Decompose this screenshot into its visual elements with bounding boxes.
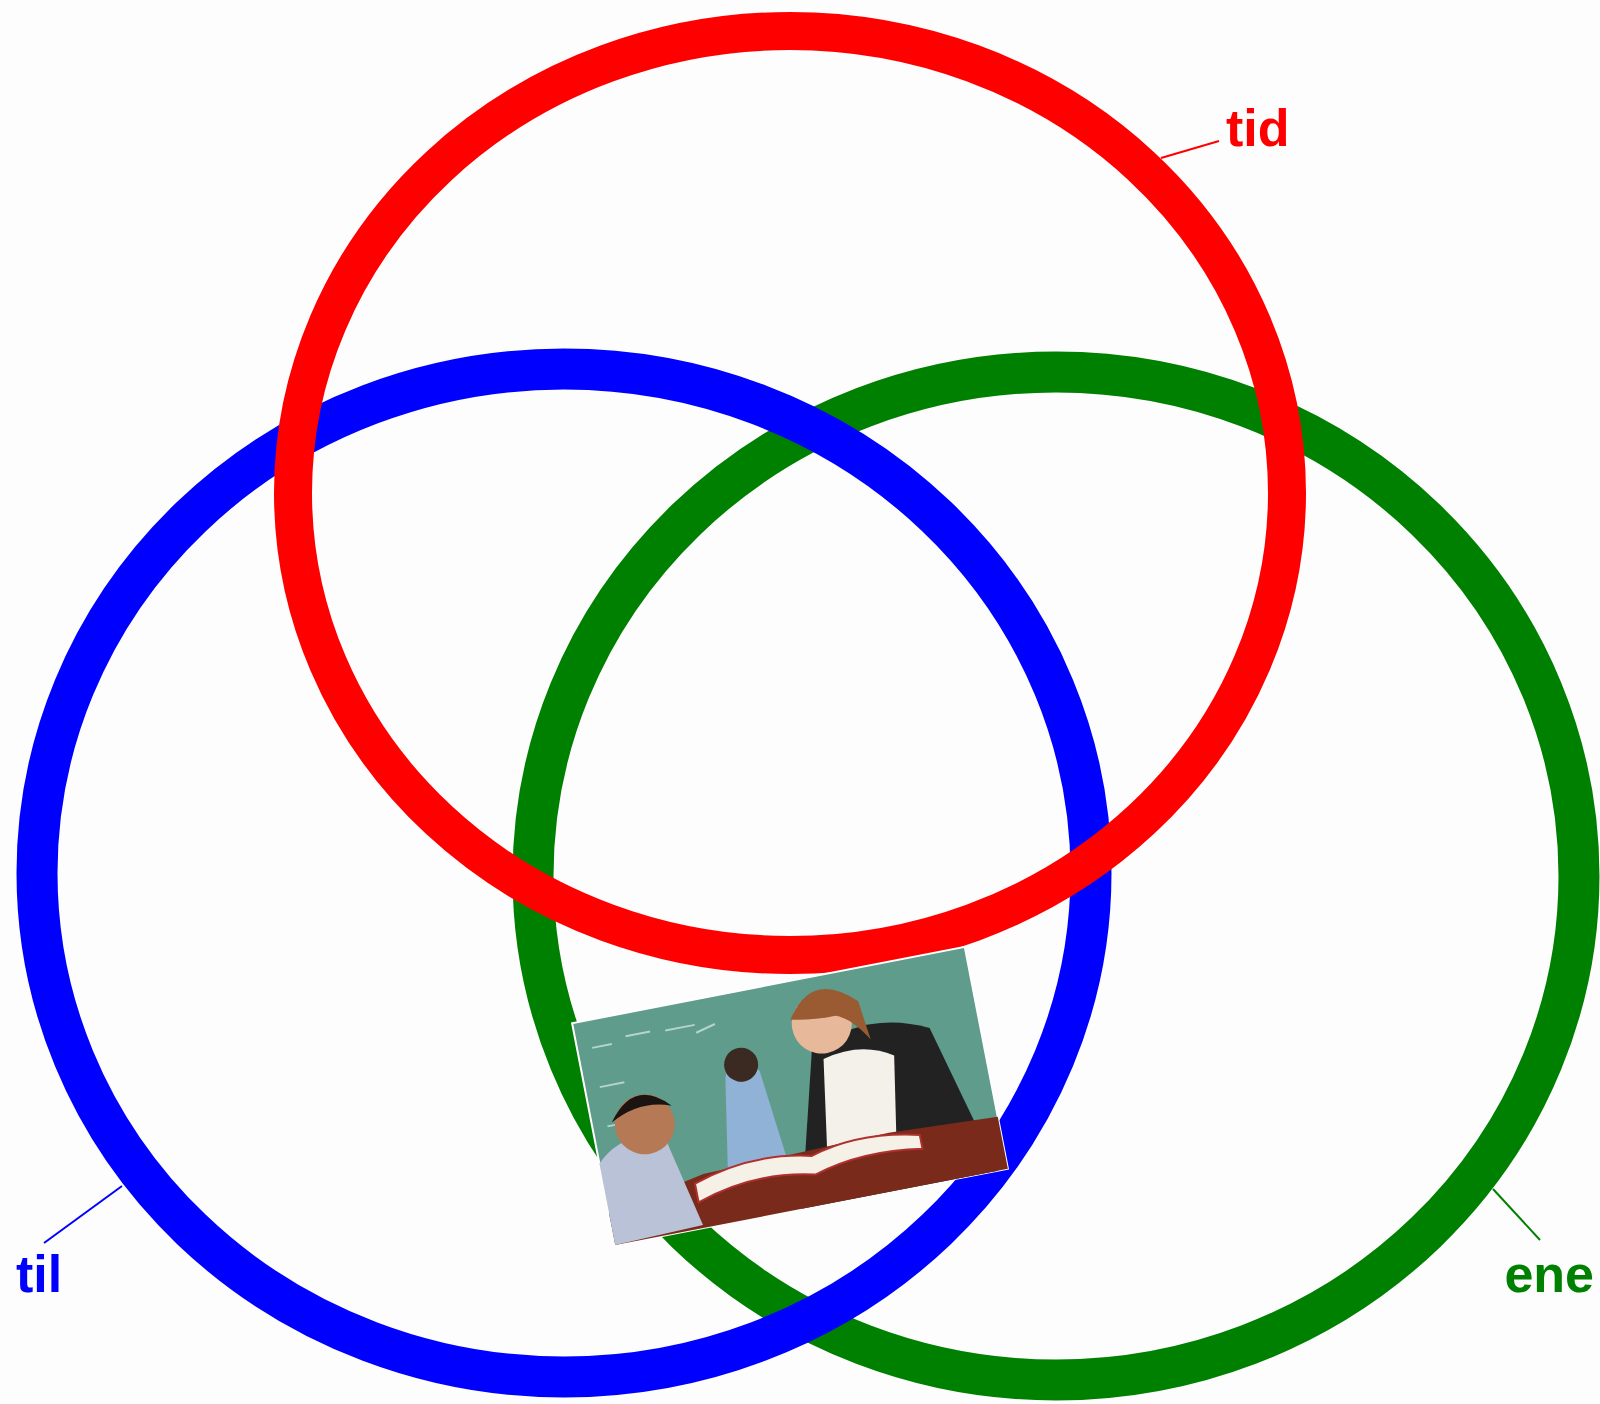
- blue-circle: [37, 369, 1091, 1377]
- teacher-hair: [786, 982, 871, 1054]
- circle-label: ene: [1504, 1244, 1594, 1304]
- girl-head: [721, 1045, 761, 1085]
- classroom-photo: [572, 947, 1008, 1245]
- leader-line: [1161, 141, 1219, 158]
- red-circle: [293, 31, 1287, 955]
- leader-line: [1493, 1189, 1540, 1240]
- photo-border: [572, 947, 1008, 1245]
- leader-line: [44, 1186, 122, 1243]
- chalkboard: [572, 947, 1008, 1245]
- book: [693, 1128, 925, 1203]
- boy-hair: [608, 1090, 673, 1123]
- circle-label: tid: [1226, 98, 1290, 158]
- circle-label: til: [16, 1244, 62, 1304]
